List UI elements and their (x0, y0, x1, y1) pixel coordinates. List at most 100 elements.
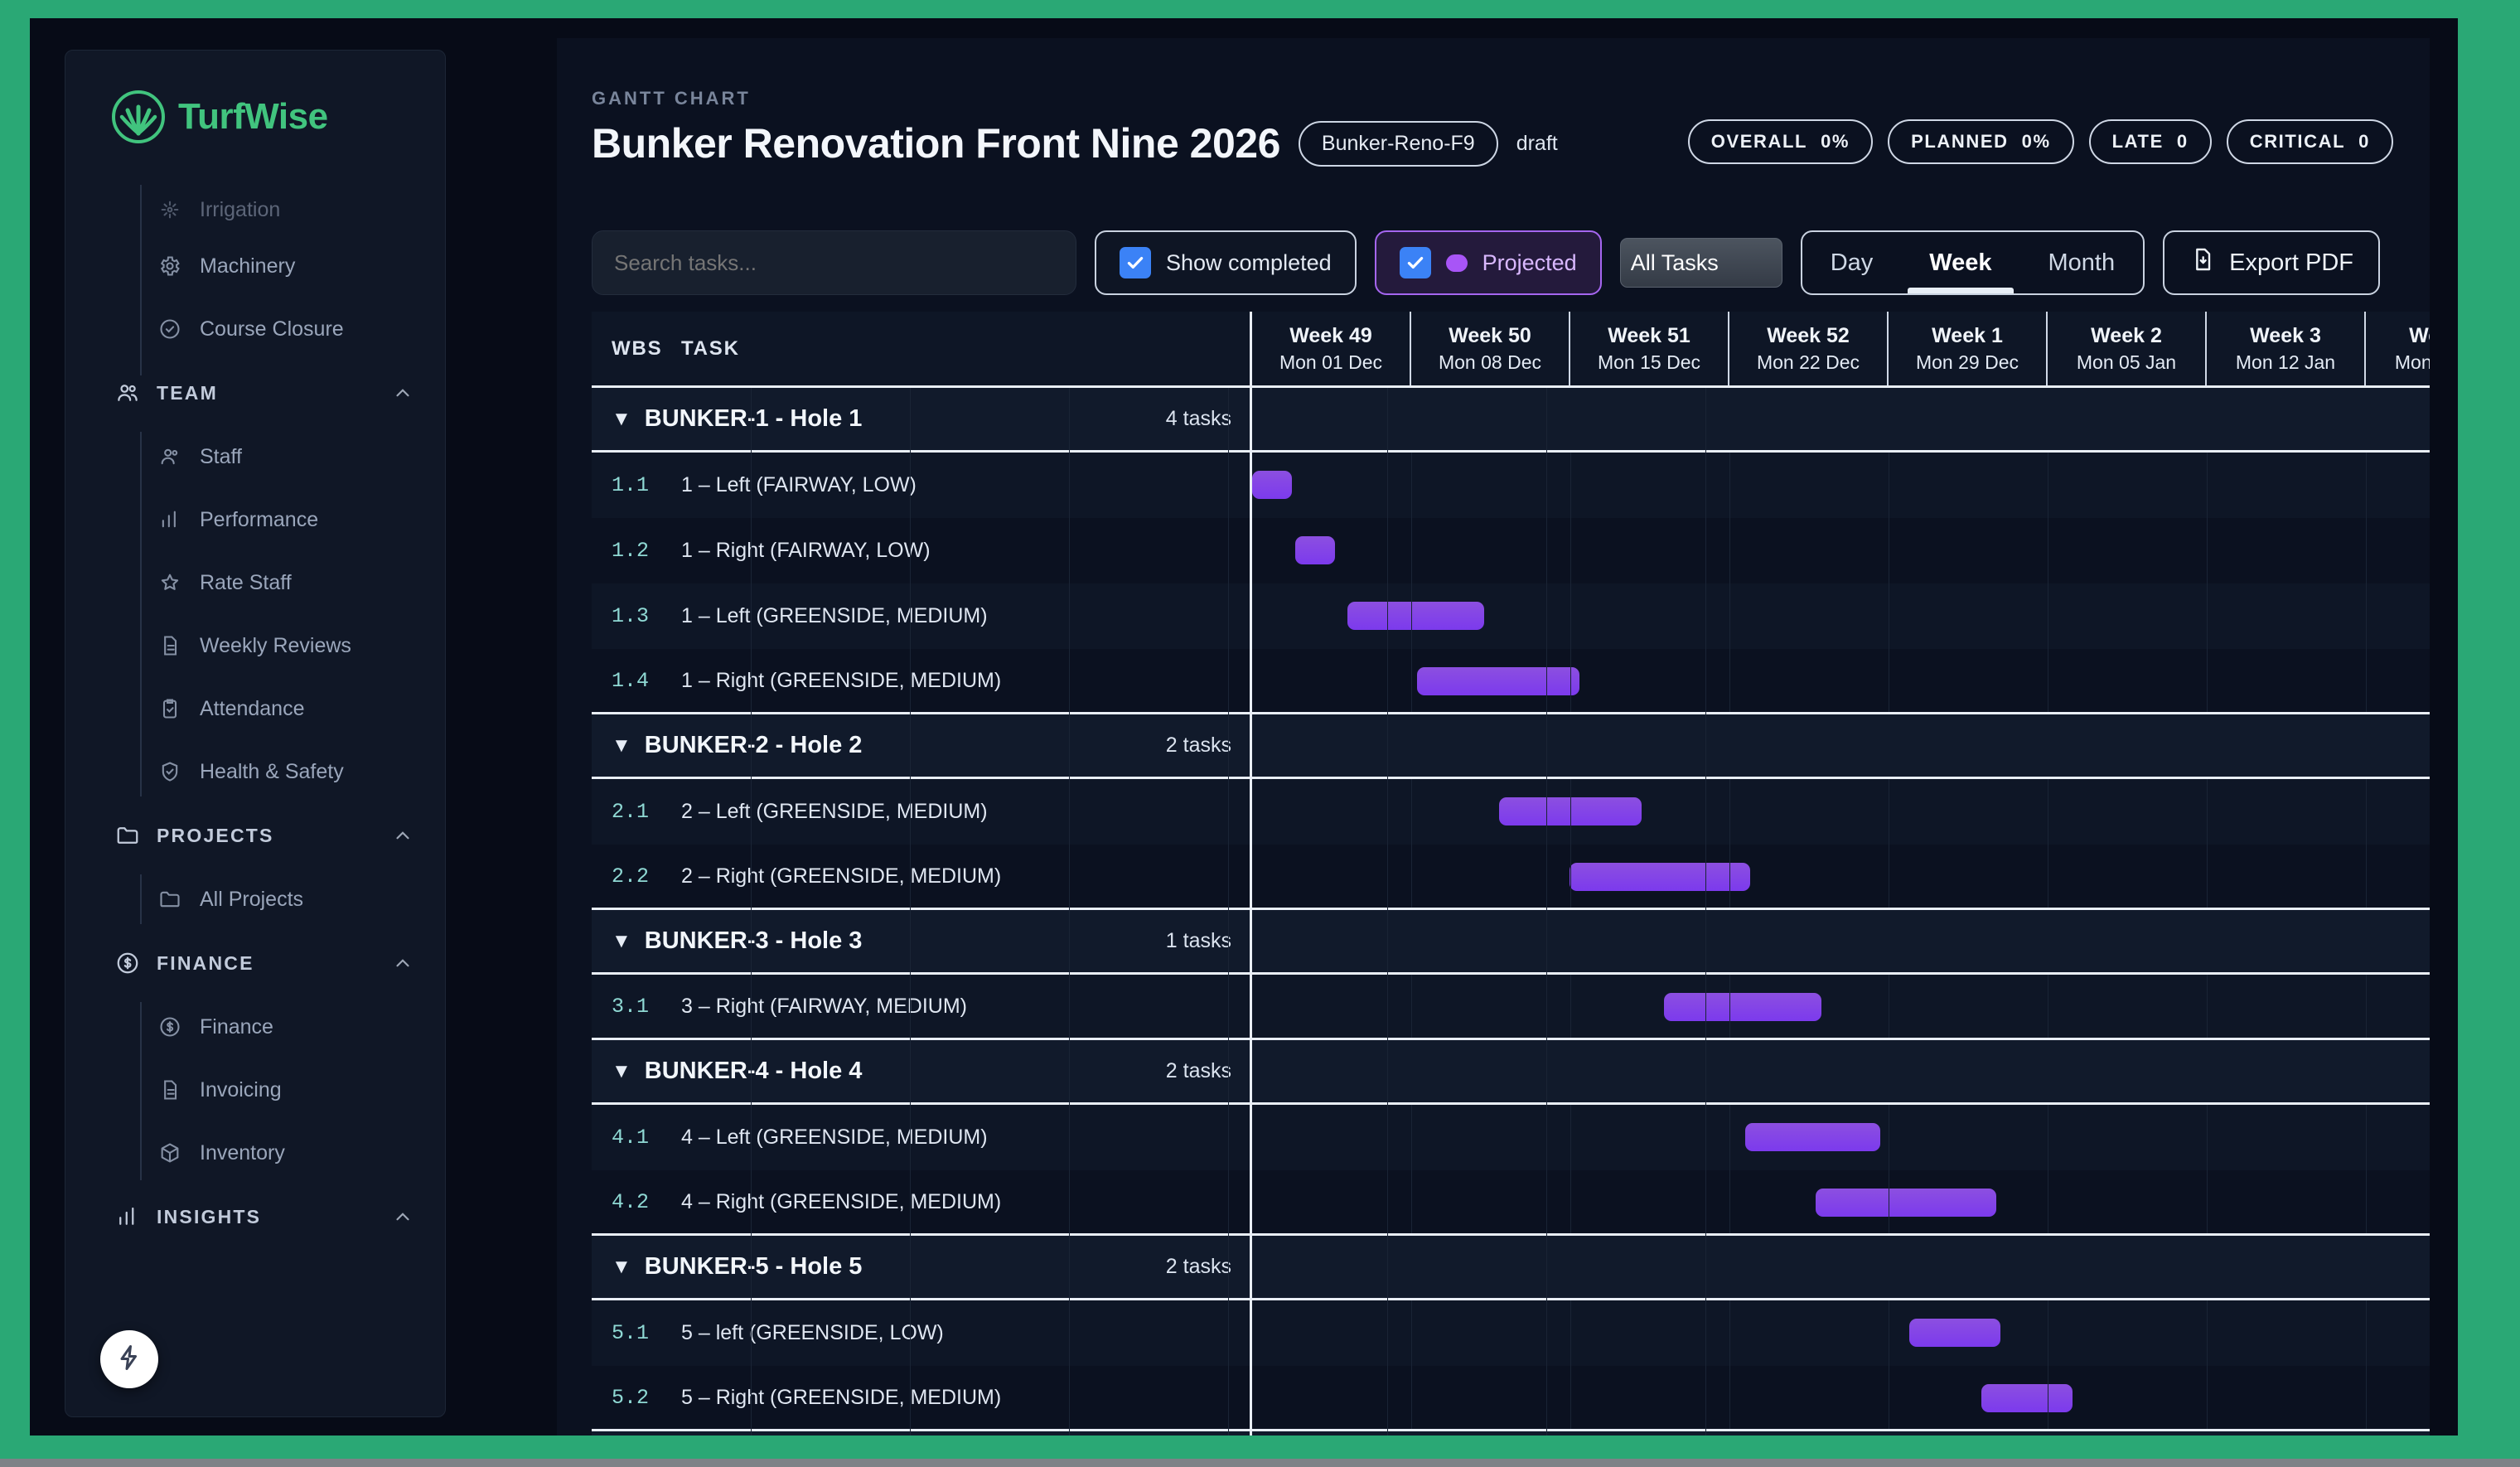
sidebar-item-irrigation[interactable]: Irrigation (65, 185, 445, 235)
project-status-text: draft (1516, 131, 1558, 155)
chevron-up-icon[interactable] (392, 825, 414, 846)
task-timeline-track[interactable] (1252, 583, 2430, 649)
task-timeline-track[interactable] (1252, 975, 2430, 1038)
show-completed-toggle[interactable]: Show completed (1095, 230, 1357, 295)
sidebar-item-finance[interactable]: Finance (65, 995, 445, 1058)
search-input[interactable] (592, 230, 1076, 295)
task-timeline-track[interactable] (1252, 1170, 2430, 1233)
gantt-gridline (1729, 845, 1730, 908)
sidebar-section-label: FINANCE (157, 951, 254, 974)
gantt-bar[interactable] (1745, 1123, 1880, 1151)
sidebar-section-finance[interactable]: FINANCE (65, 931, 445, 995)
gantt-bar[interactable] (1981, 1384, 2073, 1412)
quick-action-fab[interactable] (100, 1330, 158, 1388)
task-timeline-track[interactable] (1252, 779, 2430, 845)
gantt-gridline (1729, 779, 1730, 845)
sidebar-item-label: Inventory (200, 1140, 285, 1164)
brand[interactable]: TurfWise (65, 51, 445, 185)
week-date: Mon 15 Dec (1597, 351, 1700, 373)
gantt-bar[interactable] (1664, 993, 1821, 1021)
sidebar-item-attendance[interactable]: Attendance (65, 677, 445, 740)
gantt-header-left: WBS TASK (592, 312, 1252, 385)
chevron-up-icon[interactable] (392, 382, 414, 404)
caret-down-icon[interactable]: ▼ (612, 1255, 631, 1278)
task-timeline-track[interactable] (1252, 1300, 2430, 1366)
gantt-grid[interactable]: WBS TASK Week 49 Mon 01 Dec Week 50 Mon … (592, 312, 2430, 1436)
timeline-col-week52: Week 52 Mon 22 Dec (1729, 312, 1889, 385)
gantt-bar[interactable] (1347, 602, 1484, 630)
timescale-week[interactable]: Week (1901, 232, 2019, 293)
timeline-col-week2: Week 2 Mon 05 Jan (2048, 312, 2207, 385)
sidebar-item-rate-staff[interactable]: Rate Staff (65, 551, 445, 614)
sidebar-item-course-closure[interactable]: Course Closure (65, 298, 445, 361)
sidebar-item-weekly-reviews[interactable]: Weekly Reviews (65, 614, 445, 677)
sidebar-section-insights[interactable]: INSIGHTS (65, 1184, 445, 1249)
task-wbs: 1.3 (612, 604, 650, 628)
sidebar-item-staff[interactable]: Staff (65, 425, 445, 488)
task-wbs: 2.1 (612, 800, 650, 824)
gantt-gridline (1411, 649, 1412, 712)
task-timeline-track[interactable] (1252, 518, 2430, 583)
task-filter-select[interactable]: All Tasks (1619, 238, 1782, 288)
chevron-up-icon[interactable] (392, 952, 414, 974)
caret-down-icon[interactable]: ▼ (612, 407, 631, 430)
sidebar-item-inventory[interactable]: Inventory (65, 1121, 445, 1184)
timescale-month[interactable]: Month (2048, 249, 2116, 276)
gantt-group-count: 4 tasks (1165, 407, 1231, 430)
task-name: 1 – Left (GREENSIDE, MEDIUM) (681, 604, 988, 627)
timescale-day[interactable]: Day (1830, 249, 1874, 276)
sidebar-item-invoicing[interactable]: Invoicing (65, 1058, 445, 1121)
export-pdf-button[interactable]: Export PDF (2163, 230, 2380, 295)
sidebar-item-performance[interactable]: Performance (65, 488, 445, 551)
sidebar-item-all-projects[interactable]: All Projects (65, 868, 445, 931)
task-timeline-track[interactable] (1252, 453, 2430, 518)
task-timeline-track[interactable] (1252, 649, 2430, 712)
gantt-bar[interactable] (1417, 667, 1579, 695)
caret-down-icon[interactable]: ▼ (612, 929, 631, 952)
task-row[interactable]: 1.3 1 – Left (GREENSIDE, MEDIUM) (592, 583, 2430, 649)
sidebar-item-health-safety[interactable]: Health & Safety (65, 740, 445, 803)
task-timeline-track[interactable] (1252, 845, 2430, 908)
caret-down-icon[interactable]: ▼ (612, 1059, 631, 1082)
caret-down-icon[interactable]: ▼ (612, 734, 631, 757)
lightning-bolt-icon (114, 1343, 144, 1377)
task-wbs: 5.2 (612, 1385, 650, 1410)
gantt-group-row[interactable]: ▼BUNKER-6 - Hole 62 tasks (592, 388, 2430, 1436)
gantt-bar[interactable] (1816, 1189, 1996, 1217)
gantt-bar[interactable] (1252, 471, 1292, 499)
gantt-bar[interactable] (1570, 863, 1750, 891)
week-label: Week 49 (1289, 323, 1372, 347)
sidebar-section-team[interactable]: TEAM (65, 361, 445, 425)
task-timeline-track[interactable] (1252, 1366, 2430, 1429)
task-timeline-track[interactable] (1252, 1105, 2430, 1170)
gantt-gridline (2366, 453, 2367, 518)
gantt-bar[interactable] (1295, 536, 1335, 564)
sidebar-item-machinery[interactable]: Machinery (65, 235, 445, 298)
chevron-up-icon[interactable] (392, 1206, 414, 1227)
task-name: 3 – Right (FAIRWAY, MEDIUM) (681, 994, 967, 1018)
gantt-gridline (1387, 388, 1388, 1436)
timeline-col-week49: Week 49 Mon 01 Dec (1252, 312, 1411, 385)
sidebar-section-projects[interactable]: PROJECTS (65, 803, 445, 868)
gantt-bar[interactable] (1909, 1319, 2000, 1347)
projected-toggle[interactable]: Projected (1374, 230, 1602, 295)
